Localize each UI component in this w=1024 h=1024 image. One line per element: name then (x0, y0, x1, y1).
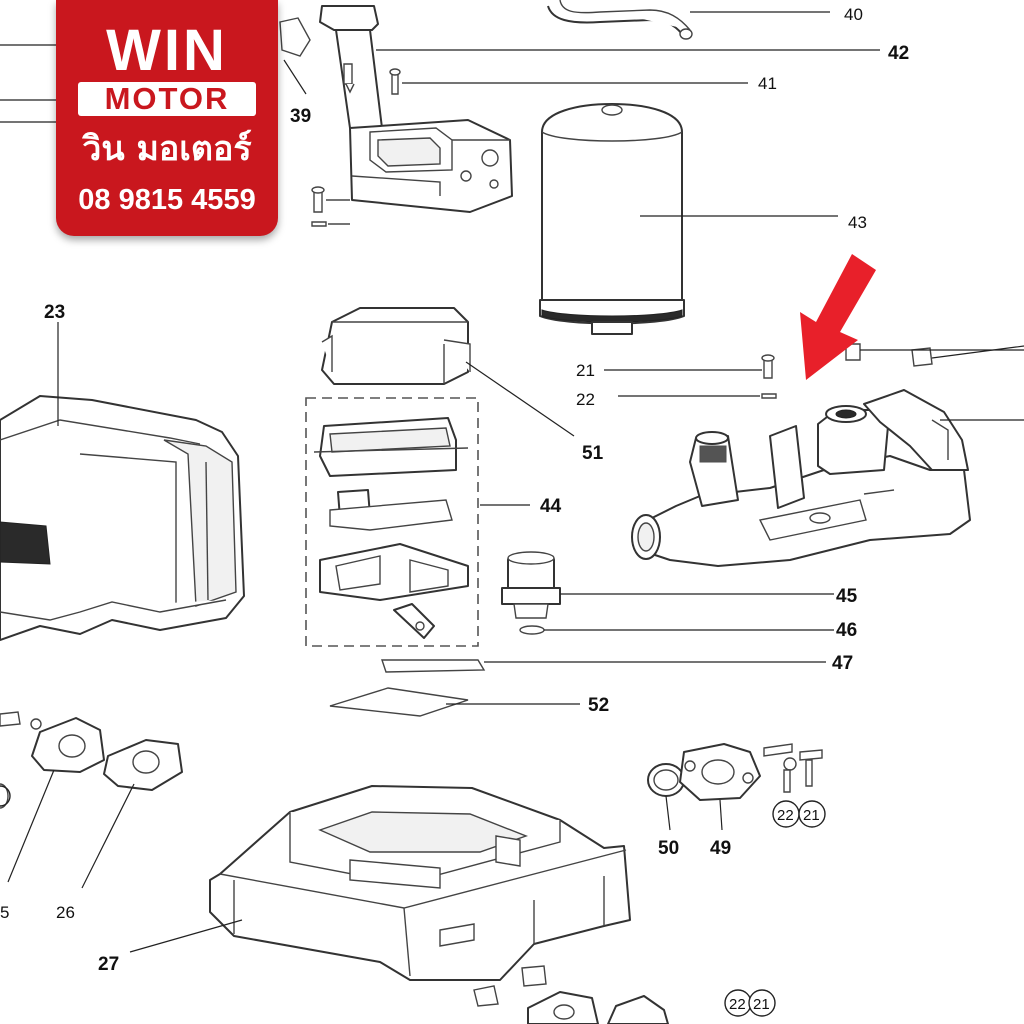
pump-base-part-27 (209, 785, 631, 981)
leader-25 (7, 769, 55, 883)
check-valve-part-45 (501, 551, 561, 619)
logo-brand-win: WIN (106, 18, 228, 83)
oring-part-50 (647, 763, 685, 797)
leader-39 (283, 59, 307, 95)
callout-43: 43 (848, 213, 867, 232)
callout-42: 42 (888, 43, 909, 64)
flange-part-49 (679, 743, 761, 801)
logo-phone-number: 08 9815 4559 (78, 184, 256, 216)
callout-26: 26 (56, 903, 75, 922)
leader-26 (81, 783, 135, 889)
callout-21b: 21 (803, 807, 820, 824)
callout-22c: 22 (729, 996, 746, 1013)
circle-callout-left (0, 785, 11, 807)
callout-27: 27 (98, 954, 119, 975)
callout-46: 46 (836, 620, 857, 641)
callout-52: 52 (588, 695, 609, 716)
logo-thai-name: วิน มอเตอร์ (82, 129, 252, 169)
screw-part-39b (311, 186, 327, 227)
screw-part-21 (761, 354, 777, 399)
clip-part-bottom (473, 965, 669, 1024)
circle-callout-21b (798, 800, 826, 828)
pressure-switch-part-42 (319, 5, 513, 213)
gasket-part-26 (103, 739, 183, 791)
callout-22b: 22 (777, 807, 794, 824)
gasket-part-52 (329, 687, 469, 717)
callout-41: 41 (758, 74, 777, 93)
logo-brand-motor: MOTOR (104, 81, 230, 116)
callout-45: 45 (836, 586, 858, 607)
gasket-part-47 (381, 659, 486, 673)
callout-21a: 21 (576, 361, 595, 380)
flange-part-25 (0, 711, 105, 773)
callout-21c: 21 (753, 996, 770, 1013)
hose-part-40 (547, 0, 693, 40)
callout-44: 44 (540, 496, 562, 517)
screw-part-41 (389, 68, 401, 95)
callout-47: 47 (832, 653, 853, 674)
logo-brand-motor-box (78, 82, 256, 116)
callout-23: 23 (44, 302, 65, 323)
screws-part-21-22 (763, 743, 823, 793)
red-arrow-icon (800, 254, 876, 380)
callout-40: 40 (844, 5, 863, 24)
win-motor-logo: WIN MOTOR วิน มอเตอร์ 08 9815 4559 (56, 0, 278, 236)
motor-cover-part-23 (0, 395, 245, 641)
oring-part-46 (519, 625, 545, 635)
leader-50 (665, 795, 671, 831)
part-39 (279, 17, 311, 57)
callout-25: 5 (0, 903, 9, 922)
circle-callout-21c (748, 989, 776, 1017)
cable-clip-part (845, 343, 1024, 367)
callout-51: 51 (582, 443, 604, 464)
leader-49 (719, 799, 723, 831)
capacitor-box-part-44 (313, 417, 469, 639)
box-cover-part-51 (321, 307, 471, 385)
callout-39: 39 (290, 106, 311, 127)
pump-housing-part (631, 389, 971, 567)
callout-50: 50 (658, 838, 679, 859)
partial-ring-part (0, 783, 9, 809)
kit-box-44 (305, 397, 479, 647)
callout-49: 49 (710, 838, 731, 859)
pressure-tank-part-43 (539, 103, 685, 335)
leader-51 (465, 361, 575, 437)
leader-27 (129, 919, 243, 953)
callout-22a: 22 (576, 390, 595, 409)
